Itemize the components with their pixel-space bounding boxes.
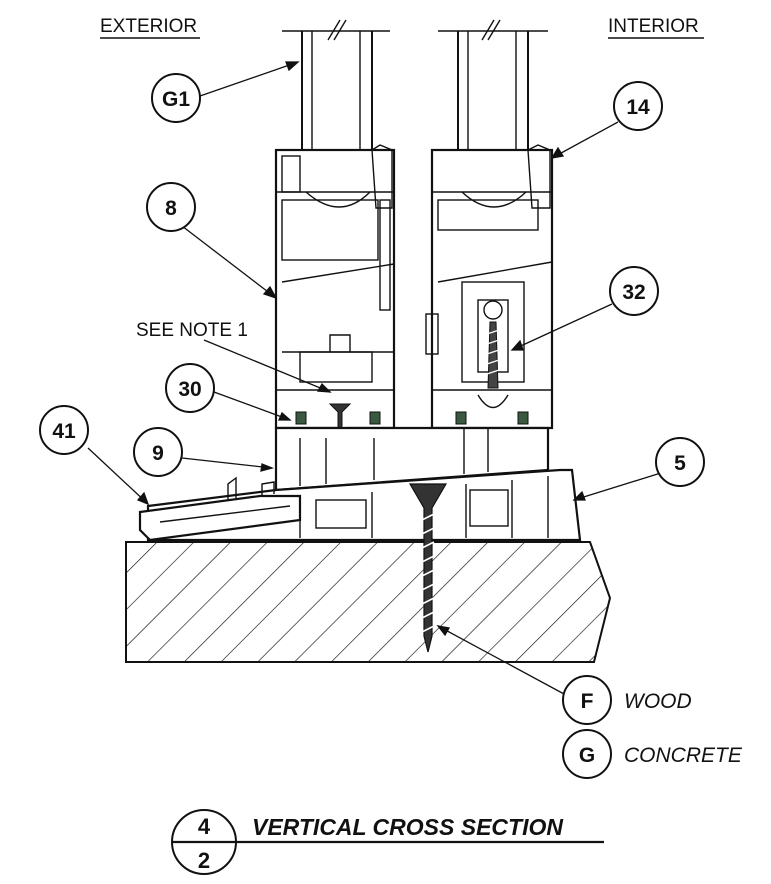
exterior-sash-profile xyxy=(274,144,396,430)
svg-text:14: 14 xyxy=(626,96,650,119)
svg-text:8: 8 xyxy=(165,197,177,220)
exterior-label: EXTERIOR xyxy=(100,16,197,37)
interior-label: INTERIOR xyxy=(608,16,699,37)
weather-seals xyxy=(295,411,529,425)
svg-text:32: 32 xyxy=(622,281,645,304)
callout-32: 32 xyxy=(609,266,659,316)
leader-lines xyxy=(87,61,665,695)
svg-text:G1: G1 xyxy=(162,88,190,111)
svg-text:9: 9 xyxy=(152,442,164,465)
callout-f: F xyxy=(562,675,612,725)
callout-5: 5 xyxy=(655,437,705,487)
detail-sheet: 2 xyxy=(198,848,210,873)
svg-text:30: 30 xyxy=(178,378,201,401)
fastener-concrete-label: CONCRETE xyxy=(624,744,743,767)
see-note-label: SEE NOTE 1 xyxy=(136,320,248,341)
callout-41: 41 xyxy=(39,405,89,455)
wood-substrate xyxy=(125,541,612,663)
svg-text:5: 5 xyxy=(674,452,686,475)
exterior-label-group: EXTERIOR xyxy=(100,16,200,39)
svg-text:F: F xyxy=(581,690,594,713)
svg-text:41: 41 xyxy=(52,420,76,443)
detail-title: VERTICAL CROSS SECTION xyxy=(252,814,563,840)
detail-title-block: 4 2 VERTICAL CROSS SECTION xyxy=(171,809,604,875)
callout-g: G xyxy=(562,729,612,779)
detail-number: 4 xyxy=(198,814,211,839)
nosing-profile xyxy=(138,476,302,542)
fastener-wood-label: WOOD xyxy=(624,690,692,713)
callout-8: 8 xyxy=(146,182,196,232)
callout-14: 14 xyxy=(613,81,663,131)
interior-label-group: INTERIOR xyxy=(608,16,704,39)
svg-text:G: G xyxy=(579,744,595,767)
callout-30: 30 xyxy=(165,363,215,413)
callout-g1: G1 xyxy=(151,73,201,123)
anchor-screw xyxy=(408,483,448,653)
callout-9: 9 xyxy=(133,427,183,477)
